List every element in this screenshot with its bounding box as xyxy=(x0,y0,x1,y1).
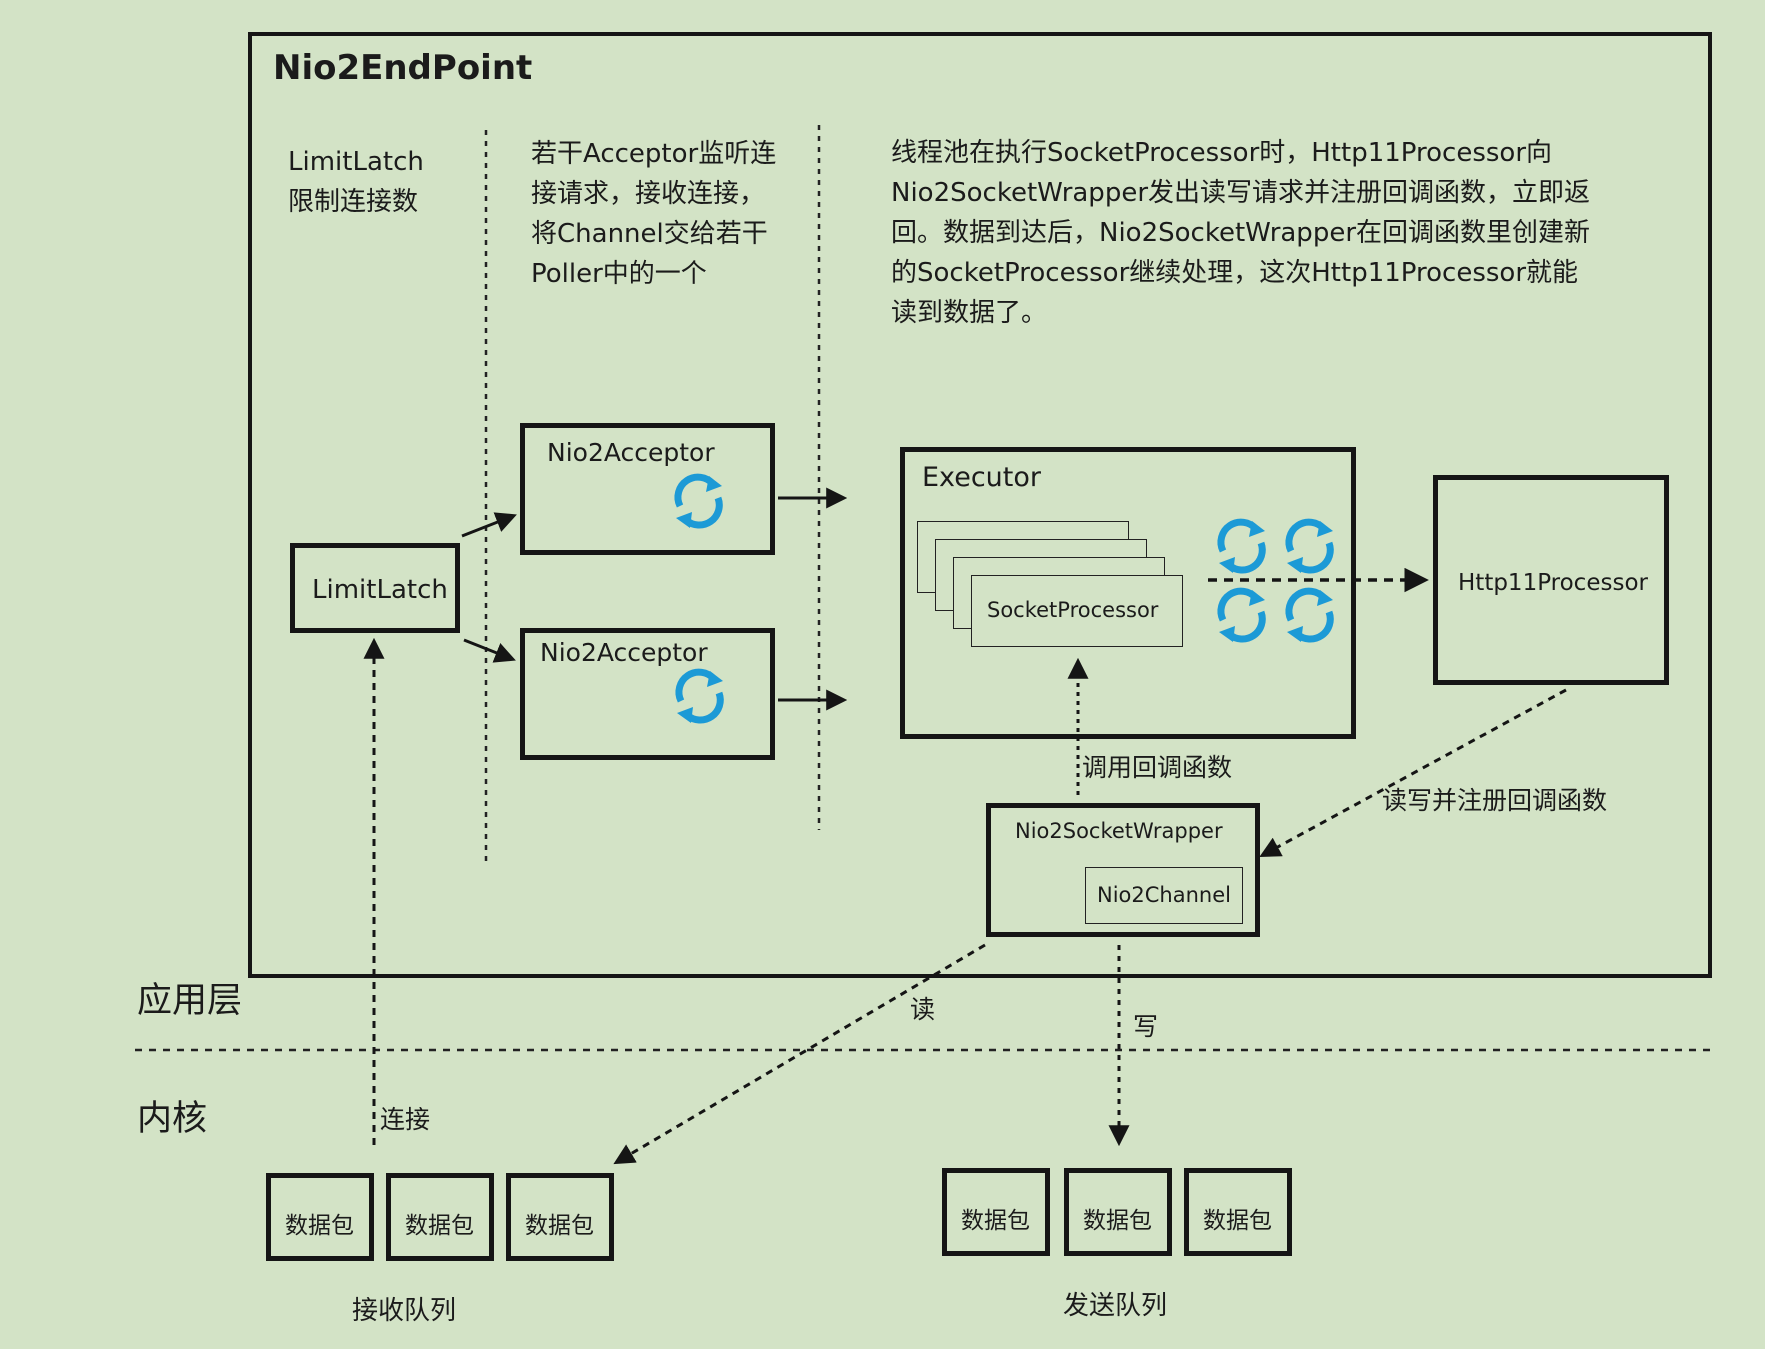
packet-label: 数据包 xyxy=(1203,1208,1272,1234)
register-arrow xyxy=(1259,688,1567,858)
write-label: 写 xyxy=(1133,1012,1159,1041)
acceptor-label-1: Nio2Acceptor xyxy=(547,438,715,467)
acceptor-label-2: Nio2Acceptor xyxy=(540,638,708,667)
receive-queue-label: 接收队列 xyxy=(352,1296,457,1326)
endpoint-title: Nio2EndPoint xyxy=(273,48,533,88)
latch-to-acceptor-2-arrow xyxy=(463,638,516,663)
callback-label: 调用回调函数 xyxy=(1082,753,1233,782)
nio2-channel-label: Nio2Channel xyxy=(1097,883,1231,907)
recv-packet-1: 数据包 xyxy=(266,1173,374,1261)
endpoint-frame xyxy=(248,32,1712,978)
acceptor-description: 若干Acceptor监听连 接请求，接收连接， 将Channel交给若干 Pol… xyxy=(531,139,777,289)
refresh-cycle-icon xyxy=(1285,587,1334,643)
acceptor-box-2: Nio2Acceptor xyxy=(520,628,775,760)
refresh-cycle-icon xyxy=(1217,518,1266,574)
refresh-cycle-icon xyxy=(1217,587,1266,643)
acceptor-box-1: Nio2Acceptor xyxy=(520,423,775,555)
kernel-layer-label: 内核 xyxy=(137,1099,208,1139)
recv-packet-3: 数据包 xyxy=(506,1173,614,1261)
refresh-cycle-icon xyxy=(675,668,724,724)
socket-wrapper-label: Nio2SocketWrapper xyxy=(1015,819,1223,843)
register-label: 读写并注册回调函数 xyxy=(1382,786,1608,815)
send-packet-1: 数据包 xyxy=(942,1168,1050,1256)
packet-label: 数据包 xyxy=(525,1213,594,1239)
send-packet-3: 数据包 xyxy=(1184,1168,1292,1256)
send-packet-2: 数据包 xyxy=(1064,1168,1172,1256)
http11-processor-box: Http11Processor xyxy=(1433,475,1669,685)
limit-latch-label: LimitLatch xyxy=(312,575,448,605)
app-layer-label: 应用层 xyxy=(137,981,243,1021)
limit-latch-box: LimitLatch xyxy=(290,543,460,633)
socket-wrapper-box: Nio2SocketWrapper Nio2Channel xyxy=(986,803,1260,937)
recv-packet-2: 数据包 xyxy=(386,1173,494,1261)
latch-to-acceptor-1-arrow xyxy=(461,512,517,538)
http11-processor-label: Http11Processor xyxy=(1458,570,1648,596)
read-label: 读 xyxy=(910,995,936,1024)
limit-description: LimitLatch 限制连接数 xyxy=(288,147,424,217)
executor-description: 线程池在执行SocketProcessor时，Http11Processor向 … xyxy=(891,138,1591,328)
read-arrow xyxy=(613,943,986,1165)
executor-label: Executor xyxy=(922,462,1041,493)
socket-processor-box: SocketProcessor xyxy=(971,575,1183,647)
connect-label: 连接 xyxy=(380,1105,431,1134)
refresh-cycle-icon xyxy=(674,473,723,529)
packet-label: 数据包 xyxy=(285,1213,354,1239)
executor-box: Executor SocketProcessor xyxy=(900,447,1356,739)
packet-label: 数据包 xyxy=(961,1208,1030,1234)
send-queue-label: 发送队列 xyxy=(1063,1291,1168,1321)
packet-label: 数据包 xyxy=(1083,1208,1152,1234)
socket-processor-label: SocketProcessor xyxy=(987,598,1159,622)
refresh-cycle-icon xyxy=(1285,518,1334,574)
packet-label: 数据包 xyxy=(405,1213,474,1239)
nio2-channel-box: Nio2Channel xyxy=(1085,867,1243,924)
